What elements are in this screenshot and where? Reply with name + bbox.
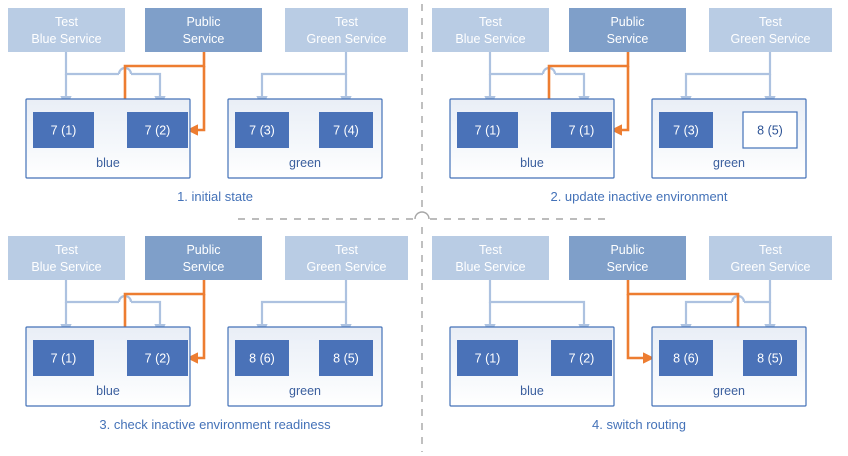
panel-2-blue-pod-2 [551,112,612,148]
panel-1-public-service-line1: Public [186,15,220,29]
panel-3-green-pod-1 [235,340,289,376]
panel-1-blue-pod-1-label: 7 (1) [51,124,77,138]
panel-3-caption: 3. check inactive environment readiness [99,417,331,432]
panel-1-test-green-service-box[interactable] [285,8,408,52]
panel-1-test-blue-service-line1: Test [55,15,78,29]
panel-4-test-blue-service-line1: Test [479,243,502,257]
panel-3-green-pod-2-label: 8 (5) [333,352,359,366]
panel-2-test-blue-service-box[interactable] [432,8,549,52]
panel-4-test-green-service-line1: Test [759,243,782,257]
panel-4-test-blue-service-line2: Blue Service [455,260,525,274]
panel-1-green-env-label: green [289,156,321,170]
panel-1-test-green-connector [256,52,352,108]
panel-3-blue-env-label: blue [96,384,120,398]
panel-3-public-service-box[interactable] [145,236,262,280]
panel-1-public-service-line2: Service [183,32,225,46]
panel-4-green-pod-1 [659,340,713,376]
panel-4-green-pod-2-label: 8 (5) [757,352,783,366]
panel-4-test-green-connector [680,280,776,336]
panel-1-test-green-service-line2: Green Service [307,32,387,46]
panel-3-test-blue-service-line2: Blue Service [31,260,101,274]
panel-2-green-pod-1-label: 7 (3) [673,124,699,138]
divider-jump-arc [414,211,430,220]
panel-4-public-service-line2: Service [607,260,649,274]
panel-1-green-pod-2 [319,112,373,148]
panel-3-blue-pod-1 [33,340,94,376]
panel-2-green-pod-2-label: 8 (5) [757,124,783,138]
panel-3-green-env-label: green [289,384,321,398]
panel-3-test-blue-connector [60,280,166,336]
panel-2-test-blue-service-line2: Blue Service [455,32,525,46]
panel-3-test-blue-service-line1: Test [55,243,78,257]
panel-2-public-service-line1: Public [610,15,644,29]
panel-2-test-blue-service-line1: Test [479,15,502,29]
panel-3-public-service-line1: Public [186,243,220,257]
panel-2-blue-env-label: blue [520,156,544,170]
panel-3-public-service-line2: Service [183,260,225,274]
panel-1-blue-env-label: blue [96,156,120,170]
panel-2-test-green-connector [680,52,776,108]
panel-4-test-green-service-line2: Green Service [731,260,811,274]
panel-3-test-blue-service-box[interactable] [8,236,125,280]
panel-2-test-green-service-line2: Green Service [731,32,811,46]
panel-4-blue-pod-1-label: 7 (1) [475,352,501,366]
panel-3-green-pod-1-label: 8 (6) [249,352,275,366]
panel-1-green-pod-1 [235,112,289,148]
panel-4-blue-env-label: blue [520,384,544,398]
panel-1-public-service-box[interactable] [145,8,262,52]
panel-1-blue-pod-2 [127,112,188,148]
panel-1-green-pod-1-label: 7 (3) [249,124,275,138]
panel-1-test-green-service-line1: Test [335,15,358,29]
panel-2-green-pod-1 [659,112,713,148]
panel-2-test-green-service-line1: Test [759,15,782,29]
panel-1-green-pod-2-label: 7 (4) [333,124,359,138]
panel-2-green-pod-2-outline [742,111,798,149]
panel-dividers [238,4,606,452]
panel-4-caption: 4. switch routing [592,417,686,432]
panel-2-public-service-box[interactable] [569,8,686,52]
panel-2: 7 (1) 7 (1) blue 7 (3) 8 (5) green Test … [432,8,832,204]
panel-2-blue-pod-2-label: 7 (1) [569,124,595,138]
panel-3-blue-pod-2-label: 7 (2) [145,352,171,366]
panel-4-test-blue-service-box[interactable] [432,236,549,280]
panel-1-test-blue-connector [60,52,166,108]
panel-4-green-pod-1-label: 8 (6) [673,352,699,366]
panel-2-blue-pod-1 [457,112,518,148]
panel-3-test-green-service-line1: Test [335,243,358,257]
panel-4-public-service-line1: Public [610,243,644,257]
panel-1-caption: 1. initial state [177,189,253,204]
panel-1-blue-pod-2-label: 7 (2) [145,124,171,138]
panel-1-blue-pod-1 [33,112,94,148]
panel-3-test-green-service-line2: Green Service [307,260,387,274]
panel-2-test-green-service-box[interactable] [709,8,832,52]
panel-2-public-service-line2: Service [607,32,649,46]
panel-4-test-blue-connector [484,280,590,336]
panel-4-blue-pod-2 [551,340,612,376]
panel-4-test-green-service-box[interactable] [709,236,832,280]
panel-2-blue-pod-1-label: 7 (1) [475,124,501,138]
panel-4: 7 (1) 7 (2) blue 8 (6) 8 (5) green Test … [432,236,832,432]
panel-1-test-blue-service-box[interactable] [8,8,125,52]
panel-2-green-env-label: green [713,156,745,170]
panel-3-test-green-connector [256,280,352,336]
panel-3-test-green-service-box[interactable] [285,236,408,280]
panel-1-test-blue-service-line2: Blue Service [31,32,101,46]
panel-3-blue-pod-2 [127,340,188,376]
panel-1: 7 (1) 7 (2) blue 7 (3) 7 (4) green Test … [8,8,408,204]
panel-3-green-pod-2 [319,340,373,376]
panel-2-caption: 2. update inactive environment [550,189,727,204]
panel-4-public-service-box[interactable] [569,236,686,280]
panel-3: 7 (1) 7 (2) blue 8 (6) 8 (5) green Test … [8,236,408,432]
panel-2-test-blue-connector [484,52,590,108]
panel-3-blue-pod-1-label: 7 (1) [51,352,77,366]
panel-4-blue-pod-1 [457,340,518,376]
panel-4-green-pod-2 [743,340,797,376]
panel-4-blue-pod-2-label: 7 (2) [569,352,595,366]
panel-4-green-env-label: green [713,384,745,398]
